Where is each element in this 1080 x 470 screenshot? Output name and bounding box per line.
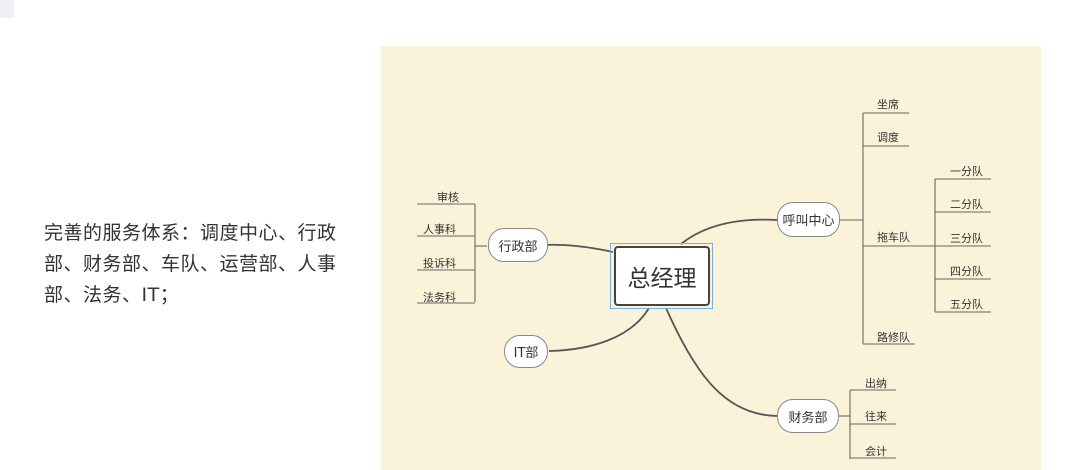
node-diaodu[interactable]: 调度: [877, 131, 899, 144]
connector-root-caiwu: [665, 307, 778, 417]
node-sanfendui[interactable]: 三分队: [950, 232, 983, 245]
node-caiwu[interactable]: 财务部: [777, 399, 839, 433]
node-tuoche[interactable]: 拖车队: [877, 231, 910, 244]
node-fawuke[interactable]: 法务科: [423, 291, 456, 304]
node-wufendui[interactable]: 五分队: [950, 298, 983, 311]
node-yifendui[interactable]: 一分队: [950, 165, 983, 178]
node-zuoxi[interactable]: 坐席: [877, 98, 899, 111]
node-kuaiji[interactable]: 会计: [865, 445, 887, 458]
mindmap-connectors: [417, 112, 991, 459]
node-shenhe[interactable]: 审核: [437, 191, 459, 204]
node-renshike[interactable]: 人事科: [423, 223, 456, 236]
root-selection-outline: [610, 243, 713, 309]
root-node[interactable]: 总经理: [614, 246, 710, 306]
node-sifendui[interactable]: 四分队: [950, 265, 983, 278]
node-xingzheng[interactable]: 行政部: [488, 228, 548, 262]
corner-mark: [0, 0, 14, 18]
connector-root-xingzheng: [544, 243, 614, 253]
connector-root-hujiao: [680, 218, 778, 245]
node-erfendui[interactable]: 二分队: [950, 198, 983, 211]
node-chuna[interactable]: 出纳: [865, 377, 887, 390]
node-luxiu[interactable]: 路修队: [877, 331, 910, 344]
node-wanglai[interactable]: 往来: [865, 410, 887, 423]
mindmap-canvas[interactable]: 总经理 行政部 审核 人事科 投诉科 法务科 IT部 呼叫中心 坐席 调度 拖车…: [381, 46, 1041, 470]
connector-root-it: [548, 307, 650, 352]
intro-text: 完善的服务体系：调度中心、行政部、财务部、车队、运营部、人事部、法务、IT；: [44, 222, 337, 306]
node-tousuke[interactable]: 投诉科: [423, 257, 456, 270]
node-it[interactable]: IT部: [504, 335, 548, 368]
node-hujiao[interactable]: 呼叫中心: [777, 202, 840, 237]
